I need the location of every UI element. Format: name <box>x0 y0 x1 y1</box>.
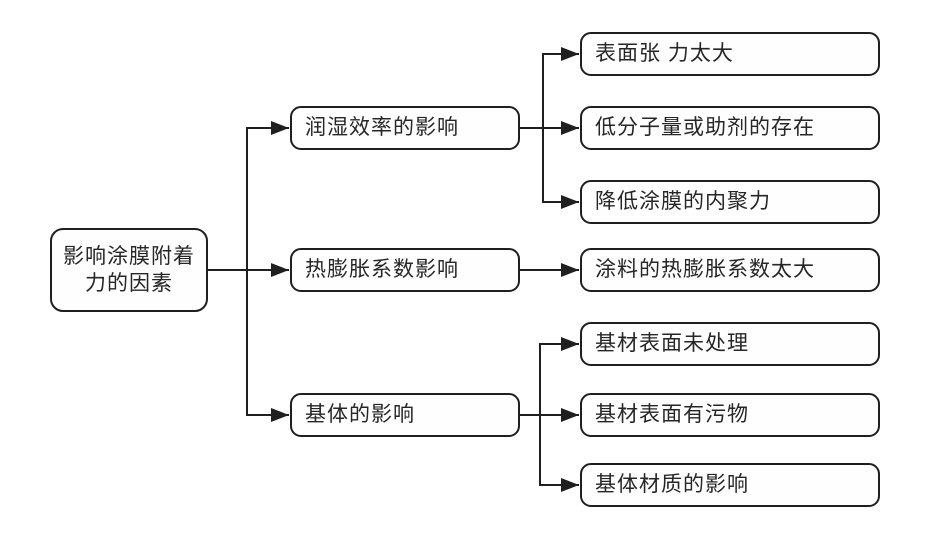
branch-wetting-efficiency-label: 润湿效率的影响 <box>305 116 459 140</box>
leaf-coating-expansion-label: 涂料的热膨胀系数太大 <box>595 258 815 282</box>
leaf-dirty-surface: 基材表面有污物 <box>580 393 880 437</box>
leaf-low-molecular-label: 低分子量或助剂的存在 <box>595 116 815 140</box>
branch-substrate: 基体的影响 <box>290 393 520 437</box>
root-node-line2: 力的因素 <box>85 272 173 295</box>
leaf-surface-tension-label: 表面张 力太大 <box>595 42 734 66</box>
root-node-line1: 影响涂膜附着 <box>63 244 195 268</box>
branch-thermal-expansion-label: 热膨胀系数影响 <box>305 258 459 282</box>
leaf-dirty-surface-label: 基材表面有污物 <box>595 403 749 427</box>
leaf-coating-expansion: 涂料的热膨胀系数太大 <box>580 248 880 292</box>
root-node: 影响涂膜附着 力的因素 <box>50 228 208 312</box>
leaf-surface-tension: 表面张 力太大 <box>580 32 880 76</box>
leaf-untreated-surface-label: 基材表面未处理 <box>595 332 749 356</box>
leaf-cohesion: 降低涂膜的内聚力 <box>580 180 880 224</box>
branch-wetting-efficiency: 润湿效率的影响 <box>290 106 520 150</box>
leaf-low-molecular: 低分子量或助剂的存在 <box>580 106 880 150</box>
branch-thermal-expansion: 热膨胀系数影响 <box>290 248 520 292</box>
leaf-substrate-material-label: 基体材质的影响 <box>595 473 749 497</box>
branch-substrate-label: 基体的影响 <box>305 403 415 427</box>
leaf-untreated-surface: 基材表面未处理 <box>580 322 880 366</box>
leaf-cohesion-label: 降低涂膜的内聚力 <box>595 190 771 214</box>
leaf-substrate-material: 基体材质的影响 <box>580 463 880 507</box>
